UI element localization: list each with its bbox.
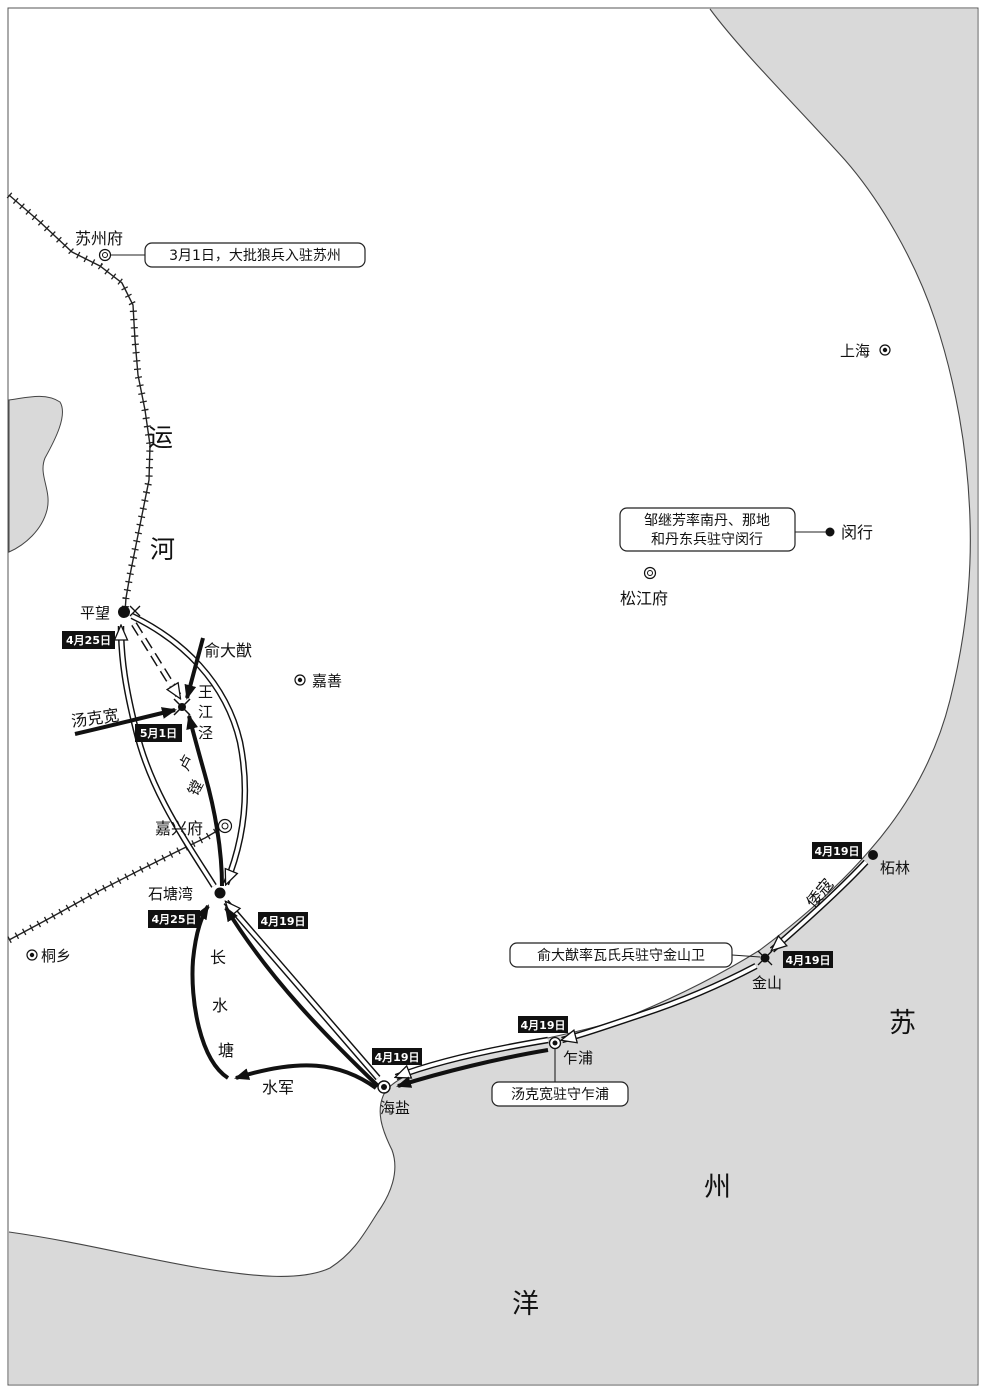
date-badge-wangjiangjing-text: 5月1日 [140, 727, 177, 740]
date-badge-zhelin: 4月19日 [812, 842, 862, 859]
lu-tang-label-char-2: 镗 [184, 777, 207, 799]
sea-label-char-2: 州 [704, 1172, 731, 1203]
minhang-callout-line-2: 和丹东兵驻守闵行 [651, 532, 763, 548]
songjiang-label: 松江府 [620, 589, 668, 608]
jiashan-label: 嘉善 [312, 672, 342, 690]
minhang-label: 闵行 [841, 523, 873, 542]
route-pingwang-to-shitangwan [130, 613, 249, 884]
route-tang-kekuan [74, 707, 177, 736]
route-haiyan-to-shitangwan-hollow [223, 899, 381, 1081]
date-badge-haiyan-text: 4月19日 [375, 1051, 420, 1064]
date-badge-haiyan: 4月19日 [372, 1048, 422, 1065]
route-changshuitang-north [190, 904, 230, 1080]
sea-area [9, 9, 977, 1384]
route-zhapu-to-haiyan-hollow [396, 1036, 549, 1081]
zhapu-marker [548, 1036, 562, 1050]
shanghai-marker [879, 344, 891, 356]
lu-tang-label-char-1: 卢 [175, 752, 198, 774]
suzhou-callout: 3月1日，大批狼兵入驻苏州 [144, 242, 366, 268]
date-badge-shitangwan-right-text: 4月19日 [261, 915, 306, 928]
route-jinshan-to-zhapu [562, 963, 758, 1040]
jiaxing-marker [217, 818, 233, 834]
route-zhelin-to-jinshan [769, 859, 869, 953]
minhang-callout-line-1: 邹继芳率南丹、那地 [644, 512, 770, 529]
sea-label-char-3: 洋 [512, 1289, 539, 1320]
shanghai-label: 上海 [840, 342, 870, 360]
tongxiang-label: 桐乡 [41, 947, 71, 965]
pingwang-marker [118, 605, 141, 618]
yu-dayou-label: 俞大猷 [204, 641, 252, 660]
coastline [8, 8, 971, 1277]
zhelin-marker [868, 850, 878, 860]
jinshan-callout-text: 俞大猷率瓦氏兵驻守金山卫 [537, 947, 705, 964]
canal-label-char-1: 运 [148, 423, 173, 452]
battle-star-icon [173, 698, 191, 716]
canal-label-char-2: 河 [150, 535, 175, 564]
sea-label-char-1: 苏 [889, 1008, 916, 1039]
date-badge-jinshan-text: 4月19日 [786, 954, 831, 967]
minhang-callout: 邹继芳率南丹、那地 和丹东兵驻守闵行 [619, 507, 796, 552]
zhelin-label: 柘林 [880, 859, 910, 877]
wangjiangjing-label-char-2: 江 [198, 703, 213, 721]
date-badge-shitangwan-left-text: 4月25日 [152, 913, 197, 926]
route-haiyan-navy-west [234, 1063, 378, 1090]
navy-label: 水军 [262, 1078, 294, 1097]
zhapu-label: 乍浦 [563, 1049, 593, 1067]
haiyan-marker [377, 1080, 391, 1094]
date-badge-pingwang-text: 4月25日 [66, 634, 111, 647]
suzhou-label: 苏州府 [75, 229, 123, 248]
wangjiangjing-label-char-1: 王 [198, 683, 213, 701]
lake-area [8, 395, 63, 553]
jinshan-marker [757, 950, 773, 966]
date-badge-zhapu: 4月19日 [518, 1016, 568, 1033]
jinshan-label: 金山 [752, 974, 782, 992]
route-haiyan-to-shitangwan-solid [224, 906, 380, 1088]
date-badge-wangjiangjing: 5月1日 [135, 724, 182, 742]
changshuitang-label-char-2: 水 [212, 996, 228, 1015]
route-lu-tang [186, 714, 224, 887]
shitangwan-marker [214, 887, 226, 899]
jiashan-marker [294, 674, 306, 686]
route-zhapu-to-haiyan-solid [396, 1048, 549, 1088]
haiyan-label: 海盐 [380, 1099, 410, 1117]
zhapu-callout: 汤克宽驻守乍浦 [491, 1081, 629, 1107]
pingwang-label: 平望 [80, 604, 110, 622]
jinshan-callout: 俞大猷率瓦氏兵驻守金山卫 [509, 942, 733, 968]
songjiang-marker [643, 566, 657, 580]
changshuitang-label-char-1: 长 [210, 948, 226, 967]
tongxiang-canal-line [8, 827, 223, 941]
date-badge-zhapu-text: 4月19日 [521, 1019, 566, 1032]
jiaxing-label: 嘉兴府 [155, 819, 203, 838]
route-yu-dayou [184, 637, 205, 700]
suzhou-callout-text: 3月1日，大批狼兵入驻苏州 [169, 248, 341, 264]
route-pingwang-to-wangjiangjing-dashed [131, 622, 183, 698]
shitangwan-label: 石塘湾 [148, 885, 193, 903]
jinshan-callout-connector [731, 954, 761, 958]
suzhou-marker [98, 248, 112, 262]
wangjiangjing-label-char-3: 泾 [198, 724, 213, 742]
date-badge-shitangwan-left: 4月25日 [148, 910, 200, 928]
date-badge-shitangwan-right: 4月19日 [258, 912, 308, 929]
date-badge-zhelin-text: 4月19日 [815, 845, 860, 858]
minhang-marker [825, 527, 835, 537]
date-badge-jinshan: 4月19日 [783, 951, 833, 968]
tongxiang-marker [26, 949, 38, 961]
date-badge-pingwang: 4月25日 [62, 631, 115, 649]
changshuitang-label-char-3: 塘 [218, 1041, 234, 1060]
zhapu-callout-text: 汤克宽驻守乍浦 [511, 1086, 609, 1103]
grand-canal-ticks [6, 192, 154, 613]
